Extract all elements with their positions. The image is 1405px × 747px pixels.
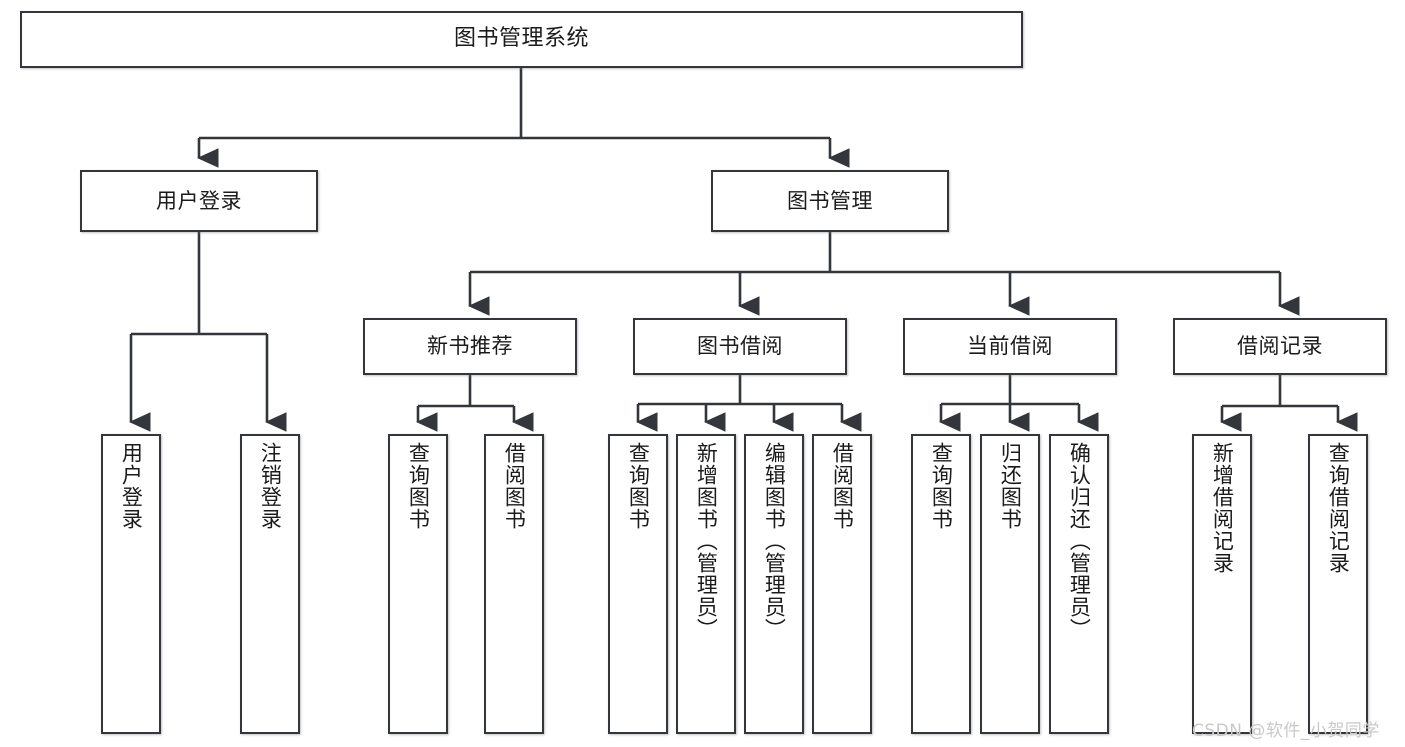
node-label: 借阅记录 — [1237, 334, 1323, 359]
node-label: 用户登录 — [119, 442, 144, 530]
leaf-record-add[interactable]: 新增借阅记录 — [1192, 434, 1252, 734]
leaf-current-confirm-return[interactable]: 确认归还（管理员） — [1049, 434, 1109, 734]
node-label: 注销登录 — [258, 442, 283, 530]
node-label: 确认归还（管理员） — [1067, 442, 1092, 640]
node-root-system[interactable]: 图书管理系统 — [20, 11, 1023, 68]
leaf-user-logout[interactable]: 注销登录 — [240, 434, 300, 734]
node-label: 编辑图书（管理员） — [762, 442, 787, 640]
node-label: 归还图书 — [998, 442, 1023, 530]
leaf-borrow-borrow-book[interactable]: 借阅图书 — [812, 434, 872, 734]
node-label: 查询图书 — [929, 442, 954, 530]
node-borrow-record[interactable]: 借阅记录 — [1173, 318, 1387, 375]
leaf-borrow-edit-book[interactable]: 编辑图书（管理员） — [744, 434, 804, 734]
leaf-user-login[interactable]: 用户登录 — [101, 434, 161, 734]
leaf-record-query[interactable]: 查询借阅记录 — [1308, 434, 1368, 734]
node-new-book-recommend[interactable]: 新书推荐 — [363, 318, 577, 375]
leaf-current-return-book[interactable]: 归还图书 — [980, 434, 1040, 734]
node-label: 借阅图书 — [502, 442, 527, 530]
node-label: 查询图书 — [406, 442, 431, 530]
leaf-recommend-query-book[interactable]: 查询图书 — [388, 434, 448, 734]
node-label: 用户登录 — [156, 188, 242, 213]
node-label: 查询图书 — [626, 442, 651, 530]
node-current-borrow[interactable]: 当前借阅 — [903, 318, 1117, 375]
node-label: 新增图书（管理员） — [694, 442, 719, 640]
node-label: 查询借阅记录 — [1326, 442, 1351, 574]
node-book-borrow[interactable]: 图书借阅 — [633, 318, 847, 375]
node-label: 图书管理 — [787, 188, 873, 213]
leaf-current-query-book[interactable]: 查询图书 — [911, 434, 971, 734]
node-label: 图书管理系统 — [453, 26, 589, 52]
node-label: 新书推荐 — [427, 334, 513, 359]
node-book-management[interactable]: 图书管理 — [711, 170, 949, 232]
node-label: 借阅图书 — [830, 442, 855, 530]
node-label: 当前借阅 — [967, 334, 1053, 359]
node-user-login[interactable]: 用户登录 — [80, 170, 318, 232]
node-label: 新增借阅记录 — [1210, 442, 1235, 574]
leaf-recommend-borrow-book[interactable]: 借阅图书 — [484, 434, 544, 734]
csdn-watermark: CSDN @软件_小贺同学 — [1192, 721, 1380, 741]
leaf-borrow-query-book[interactable]: 查询图书 — [608, 434, 668, 734]
leaf-borrow-add-book[interactable]: 新增图书（管理员） — [676, 434, 736, 734]
node-label: 图书借阅 — [697, 334, 783, 359]
